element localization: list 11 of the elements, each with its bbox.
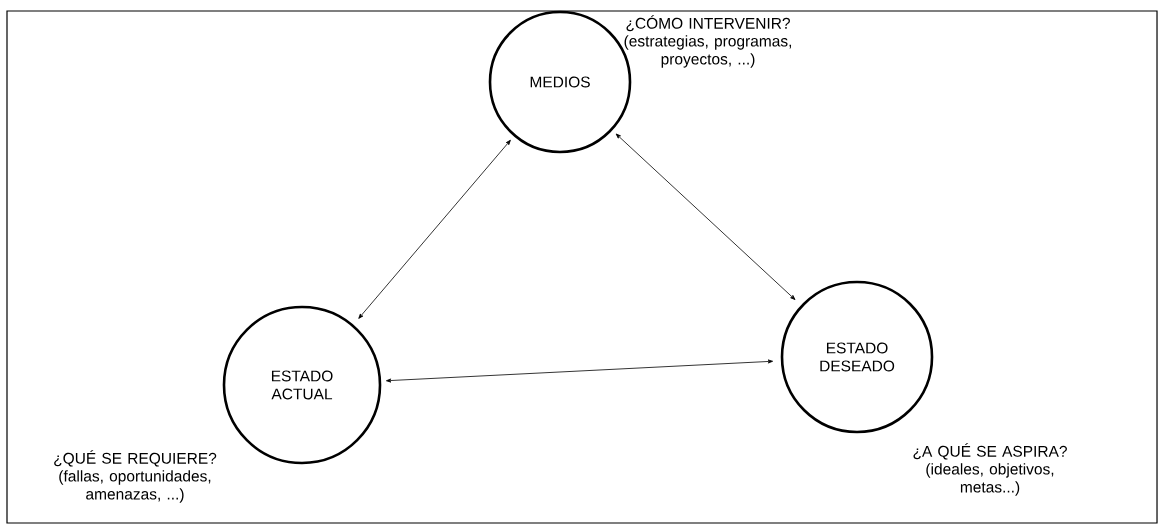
circle-node: ESTADO DESEADO	[780, 280, 934, 434]
note-text: (fallas, oportunidades, amenazas, ...)	[59, 470, 211, 503]
arrow	[386, 359, 774, 383]
question-label: ¿CÓMO INTERVENIR?	[626, 15, 790, 32]
arrow	[615, 133, 796, 300]
circle-node: ESTADO ACTUAL	[222, 305, 382, 465]
note-text: (ideales, objetivos, metas...)	[926, 463, 1054, 496]
note-text: (estrategias, programas, proyectos, ...)	[624, 35, 791, 68]
question-label: ¿QUÉ SE REQUIERE?	[54, 450, 217, 467]
question-label: ¿A QUÉ SE ASPIRA?	[913, 443, 1067, 460]
arrow	[358, 139, 511, 319]
